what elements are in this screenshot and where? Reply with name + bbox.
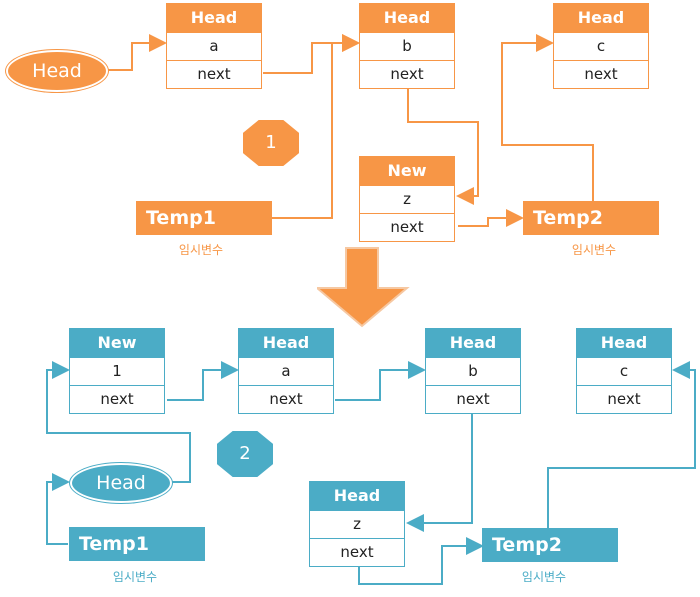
node-header: New [70, 329, 164, 357]
node-value: b [426, 357, 520, 385]
node-next: next [310, 538, 404, 566]
head-pointer-ellipse: Head [6, 50, 108, 92]
z-to-temp2-arrow [458, 209, 524, 227]
node-next: next [426, 385, 520, 413]
step-badge-label: 1 [265, 132, 277, 153]
head-pointer-label: Head [96, 472, 146, 494]
node-next: next [167, 60, 261, 88]
node-value: c [554, 32, 648, 60]
node-value: z [360, 185, 454, 213]
temp1-label: Temp1 [146, 207, 216, 229]
b-to-z-arrow [407, 87, 479, 205]
temp2-label: Temp2 [533, 207, 603, 229]
step-badge-1: 1 [243, 120, 299, 166]
node-header: Head [577, 329, 671, 357]
temp1-label: Temp1 [79, 533, 149, 555]
temp2-to-c-arrow-bottom [547, 361, 696, 528]
node-value: a [239, 357, 333, 385]
node-next: next [554, 60, 648, 88]
node-header: Head [554, 4, 648, 32]
temp2-bar-bottom: Temp2 [482, 528, 618, 562]
node-c: Head c next [553, 3, 649, 89]
new-to-a-arrow [167, 361, 239, 401]
temp1-sublabel: 임시변수 [178, 243, 224, 257]
step-badge-2: 2 [217, 431, 273, 477]
node-header: Head [426, 329, 520, 357]
node-next: next [577, 385, 671, 413]
a-to-b-arrow-bottom [335, 361, 426, 401]
node-next: next [70, 385, 164, 413]
node-header: New [360, 157, 454, 185]
node-new-1: New 1 next [69, 328, 165, 414]
temp2-sublabel: 임시변수 [571, 243, 617, 257]
head-pointer-ellipse-bottom: Head [70, 463, 172, 503]
node-next: next [360, 60, 454, 88]
node-z-bottom: Head z next [309, 481, 405, 567]
node-header: Head [167, 4, 261, 32]
temp1-bar: Temp1 [136, 201, 272, 235]
node-new-z: New z next [359, 156, 455, 242]
temp1-sublabel: 임시변수 [112, 570, 158, 584]
node-a: Head a next [166, 3, 262, 89]
z-to-temp2-arrow-bottom [358, 537, 484, 585]
step-badge-label: 2 [239, 443, 251, 464]
temp2-label: Temp2 [492, 534, 562, 556]
node-next: next [239, 385, 333, 413]
node-value: a [167, 32, 261, 60]
node-value: 1 [70, 357, 164, 385]
b-to-z-arrow-bottom [406, 412, 473, 532]
node-value: z [310, 510, 404, 538]
head-pointer-label: Head [32, 60, 82, 82]
node-header: Head [310, 482, 404, 510]
temp1-to-b-arrow [272, 34, 360, 219]
node-b-bottom: Head b next [425, 328, 521, 414]
node-value: b [360, 32, 454, 60]
a-to-b-arrow [263, 34, 360, 74]
temp2-bar: Temp2 [523, 201, 659, 235]
node-a-bottom: Head a next [238, 328, 334, 414]
temp1-to-head-arrow [46, 473, 70, 545]
temp1-bar-bottom: Temp1 [69, 527, 205, 561]
node-header: Head [239, 329, 333, 357]
transition-down-arrow [317, 247, 410, 328]
node-next: next [360, 213, 454, 241]
head-to-new-arrow [46, 361, 191, 483]
node-header: Head [360, 4, 454, 32]
head-to-a-arrow [108, 34, 167, 71]
node-b: Head b next [359, 3, 455, 89]
temp2-sublabel: 임시변수 [521, 570, 567, 584]
node-c-bottom: Head c next [576, 328, 672, 414]
node-value: c [577, 357, 671, 385]
temp2-to-c-arrow [501, 34, 594, 201]
